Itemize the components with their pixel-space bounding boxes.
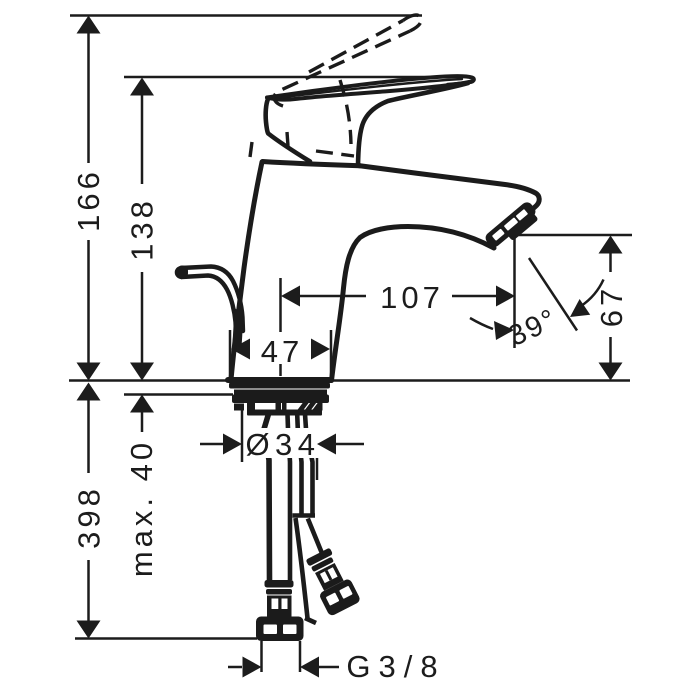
svg-text:max. 40: max. 40 bbox=[124, 439, 159, 577]
svg-text:138: 138 bbox=[125, 197, 160, 261]
svg-text:67: 67 bbox=[594, 285, 629, 327]
svg-text:G3/8: G3/8 bbox=[346, 649, 445, 684]
svg-text:166: 166 bbox=[71, 168, 106, 232]
svg-text:Ø34: Ø34 bbox=[245, 427, 320, 462]
svg-text:398: 398 bbox=[72, 485, 107, 549]
svg-text:47: 47 bbox=[261, 334, 303, 369]
svg-text:107: 107 bbox=[380, 280, 444, 315]
